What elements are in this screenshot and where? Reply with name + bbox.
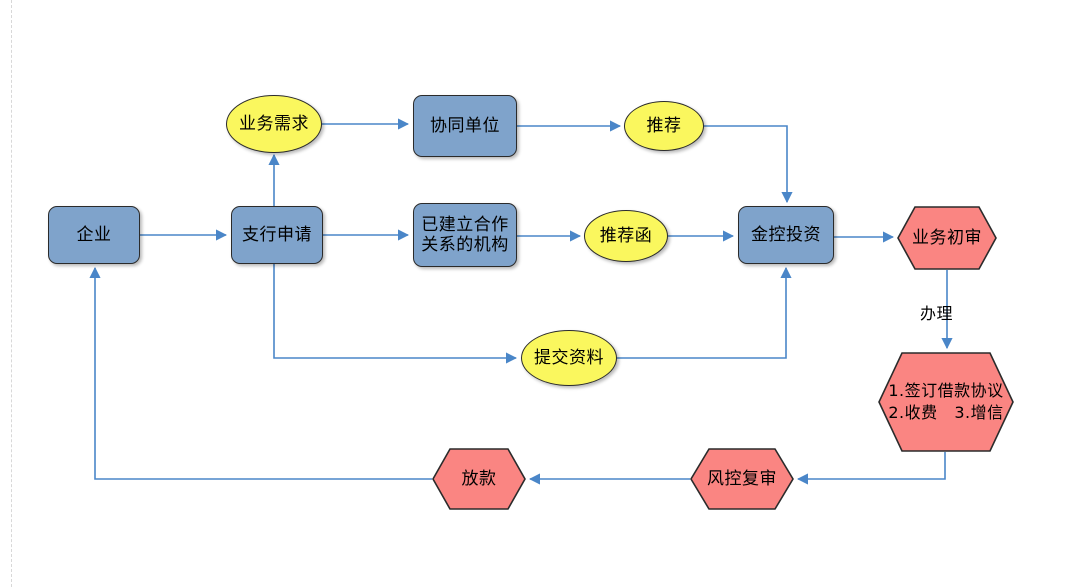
node-tuijianhan[interactable]: 推荐函 xyxy=(584,210,668,262)
node-xietong-danwei-label: 协同单位 xyxy=(430,115,500,136)
node-xietong-danwei[interactable]: 协同单位 xyxy=(413,95,517,157)
edge-tijiaoziliao-to-jinkong xyxy=(617,266,792,359)
node-yewu-chushen[interactable]: 业务初审 xyxy=(897,206,997,270)
node-qiye[interactable]: 企业 xyxy=(48,206,140,264)
node-tijiao-ziliao-label: 提交资料 xyxy=(534,347,604,368)
node-jinkong-touzi[interactable]: 金控投资 xyxy=(738,206,834,264)
page-guide-line xyxy=(11,0,12,587)
node-hezuo-jigou-label: 已建立合作 关系的机构 xyxy=(421,214,509,255)
node-yewu-xuqiu-label: 业务需求 xyxy=(239,113,309,134)
node-zhihang-shenqing[interactable]: 支行申请 xyxy=(231,206,323,264)
hexagon-shape xyxy=(878,352,1014,452)
node-zhihang-shenqing-label: 支行申请 xyxy=(242,224,312,245)
edge-tuijian-to-jinkong xyxy=(704,125,793,204)
hexagon-shape xyxy=(897,206,997,270)
edge-label-banli: 办理 xyxy=(920,304,954,323)
node-tuijianhan-label: 推荐函 xyxy=(599,225,653,246)
node-jinkong-touzi-label: 金控投资 xyxy=(751,224,821,245)
node-fangkuan[interactable]: 放款 xyxy=(432,448,526,510)
node-hezuo-jigou[interactable]: 已建立合作 关系的机构 xyxy=(413,203,517,267)
edge-qianding-to-fengkong xyxy=(796,452,946,485)
node-yewu-xuqiu[interactable]: 业务需求 xyxy=(226,95,322,153)
node-qiye-label: 企业 xyxy=(76,224,112,245)
node-fengkong-fushen[interactable]: 风控复审 xyxy=(690,448,794,510)
node-tuijian[interactable]: 推荐 xyxy=(624,101,704,151)
node-qianding-xieyi[interactable]: 1.签订借款协议 2.收费 3.增信 xyxy=(878,352,1014,452)
node-tuijian-label: 推荐 xyxy=(646,115,682,136)
node-tijiao-ziliao[interactable]: 提交资料 xyxy=(521,330,617,386)
edge-zhihang-to-tijiaoziliao xyxy=(273,264,518,364)
hexagon-shape xyxy=(690,448,794,510)
hexagon-shape xyxy=(432,448,526,510)
edge-fangkuan-to-qiye xyxy=(89,266,432,480)
